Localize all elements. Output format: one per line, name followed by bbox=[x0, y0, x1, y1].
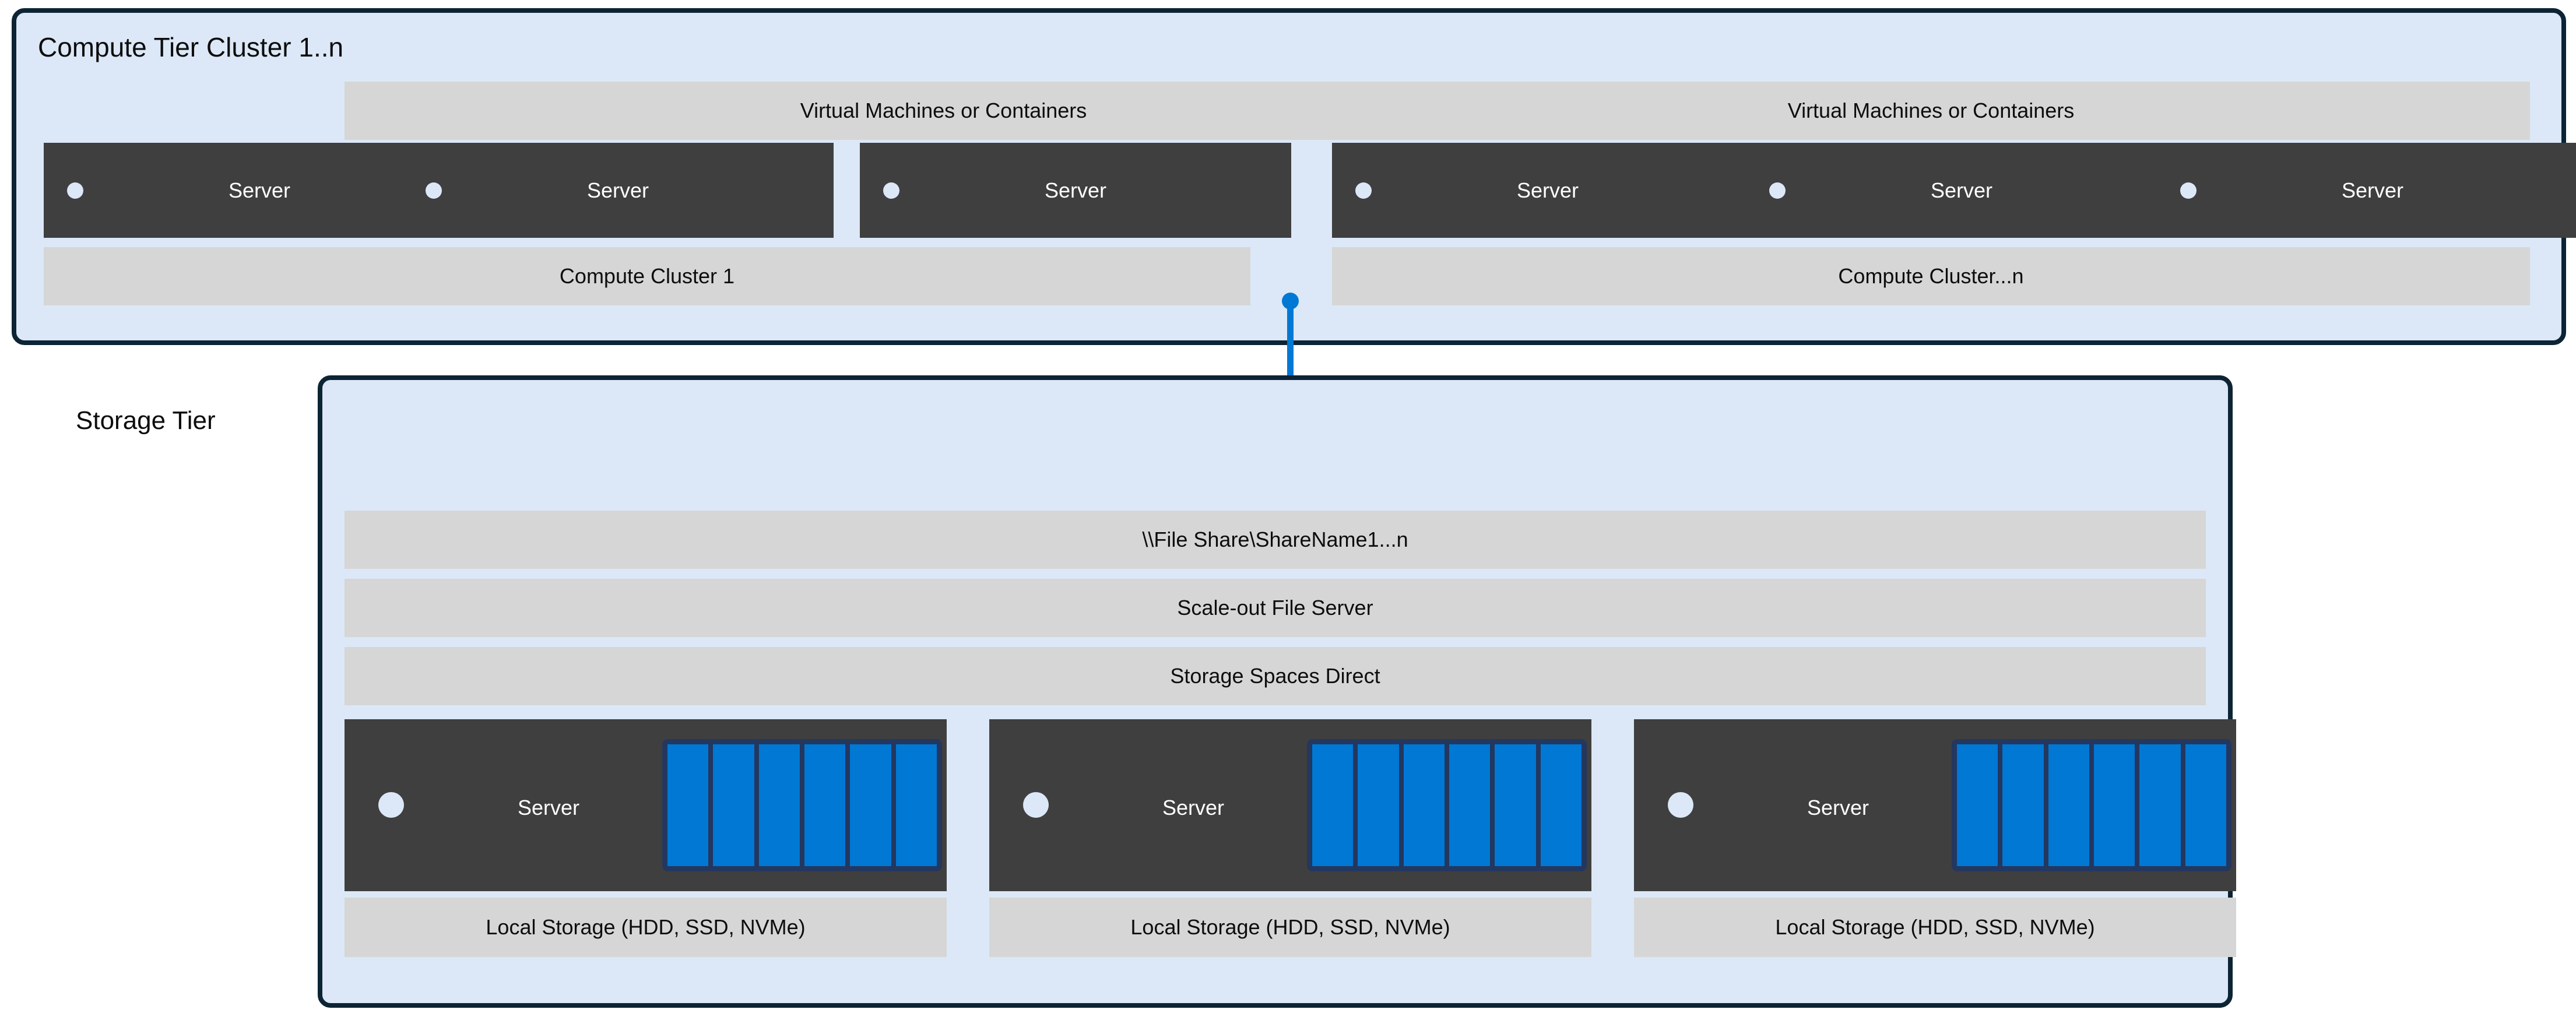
cluster-1-footer-band: Compute Cluster 1 bbox=[44, 247, 1250, 305]
server-label: Server bbox=[1044, 178, 1107, 202]
storage-server-1-footer-band: Local Storage (HDD, SSD, NVMe) bbox=[345, 898, 947, 957]
compute-cluster-1-server-3: Server bbox=[860, 143, 1291, 238]
disk-icon bbox=[758, 744, 800, 866]
server-led-icon bbox=[378, 792, 404, 818]
server-label: Server bbox=[517, 796, 580, 819]
storage-server-2-footer-band: Local Storage (HDD, SSD, NVMe) bbox=[989, 898, 1591, 957]
disk-icon bbox=[1403, 744, 1445, 866]
disk-icon bbox=[895, 744, 937, 866]
storage-server-3: Server bbox=[1634, 719, 2236, 891]
disk-icon bbox=[1358, 744, 1399, 866]
server-label: Server bbox=[586, 178, 649, 202]
storage-server-2: Server bbox=[989, 719, 1591, 891]
disk-icon bbox=[2139, 744, 2181, 866]
server-label: Server bbox=[1930, 178, 1993, 202]
storage-spaces-direct-band: Storage Spaces Direct bbox=[345, 647, 2206, 705]
file-share-band: \\File Share\ShareName1...n bbox=[345, 511, 2206, 569]
disk-icon bbox=[2185, 744, 2226, 866]
server-led-icon bbox=[1023, 792, 1049, 818]
cluster-2-footer-label: Compute Cluster...n bbox=[1838, 264, 2024, 288]
disk-icon bbox=[850, 744, 891, 866]
cluster-1-header-label: Virtual Machines or Containers bbox=[800, 99, 1087, 122]
cluster-2-footer-band: Compute Cluster...n bbox=[1332, 247, 2530, 305]
disk-icon bbox=[2048, 744, 2089, 866]
cluster-1-footer-label: Compute Cluster 1 bbox=[559, 264, 735, 288]
disk-icon bbox=[1495, 744, 1536, 866]
compute-tier-title: Compute Tier Cluster 1..n bbox=[38, 32, 344, 62]
connector-line bbox=[1287, 300, 1294, 417]
server-led-icon bbox=[426, 182, 442, 199]
disk-icon bbox=[667, 744, 709, 866]
disk-icon bbox=[2002, 744, 2044, 866]
server-led-icon bbox=[67, 182, 83, 199]
disk-array bbox=[1307, 739, 1587, 871]
server-label: Server bbox=[1162, 796, 1225, 819]
local-storage-label: Local Storage (HDD, SSD, NVMe) bbox=[486, 915, 806, 939]
disk-array bbox=[1952, 739, 2231, 871]
server-label: Server bbox=[1807, 796, 1869, 819]
scale-out-file-server-band: Scale-out File Server bbox=[345, 579, 2206, 637]
cluster-2-header-label: Virtual Machines or Containers bbox=[1787, 99, 2075, 122]
disk-icon bbox=[1957, 744, 1998, 866]
file-share-label: \\File Share\ShareName1...n bbox=[1142, 527, 1408, 551]
local-storage-label: Local Storage (HDD, SSD, NVMe) bbox=[1775, 915, 2095, 939]
compute-cluster-2-server-1: Server bbox=[1332, 143, 1763, 238]
compute-cluster-1-server-2: Server bbox=[402, 143, 834, 238]
disk-icon bbox=[1449, 744, 1491, 866]
disk-icon bbox=[1312, 744, 1354, 866]
storage-server-3-footer-band: Local Storage (HDD, SSD, NVMe) bbox=[1634, 898, 2236, 957]
disk-array bbox=[662, 739, 942, 871]
storage-spaces-direct-label: Storage Spaces Direct bbox=[1170, 664, 1380, 688]
local-storage-label: Local Storage (HDD, SSD, NVMe) bbox=[1130, 915, 1450, 939]
compute-cluster-2-server-2: Server bbox=[1746, 143, 2177, 238]
cluster-2-header-band: Virtual Machines or Containers bbox=[1332, 82, 2530, 140]
server-led-icon bbox=[2180, 182, 2197, 199]
server-led-icon bbox=[1668, 792, 1693, 818]
storage-tier-title: Storage Tier bbox=[76, 406, 216, 435]
storage-server-1: Server bbox=[345, 719, 947, 891]
disk-icon bbox=[713, 744, 754, 866]
compute-cluster-2-server-3: Server bbox=[2157, 143, 2576, 238]
server-label: Server bbox=[2341, 178, 2404, 202]
disk-icon bbox=[2093, 744, 2135, 866]
disk-icon bbox=[804, 744, 846, 866]
server-led-icon bbox=[883, 182, 899, 199]
disk-icon bbox=[1540, 744, 1582, 866]
server-label: Server bbox=[228, 178, 291, 202]
server-led-icon bbox=[1355, 182, 1372, 199]
server-led-icon bbox=[1769, 182, 1786, 199]
scale-out-file-server-label: Scale-out File Server bbox=[1177, 596, 1373, 620]
server-label: Server bbox=[1516, 178, 1579, 202]
